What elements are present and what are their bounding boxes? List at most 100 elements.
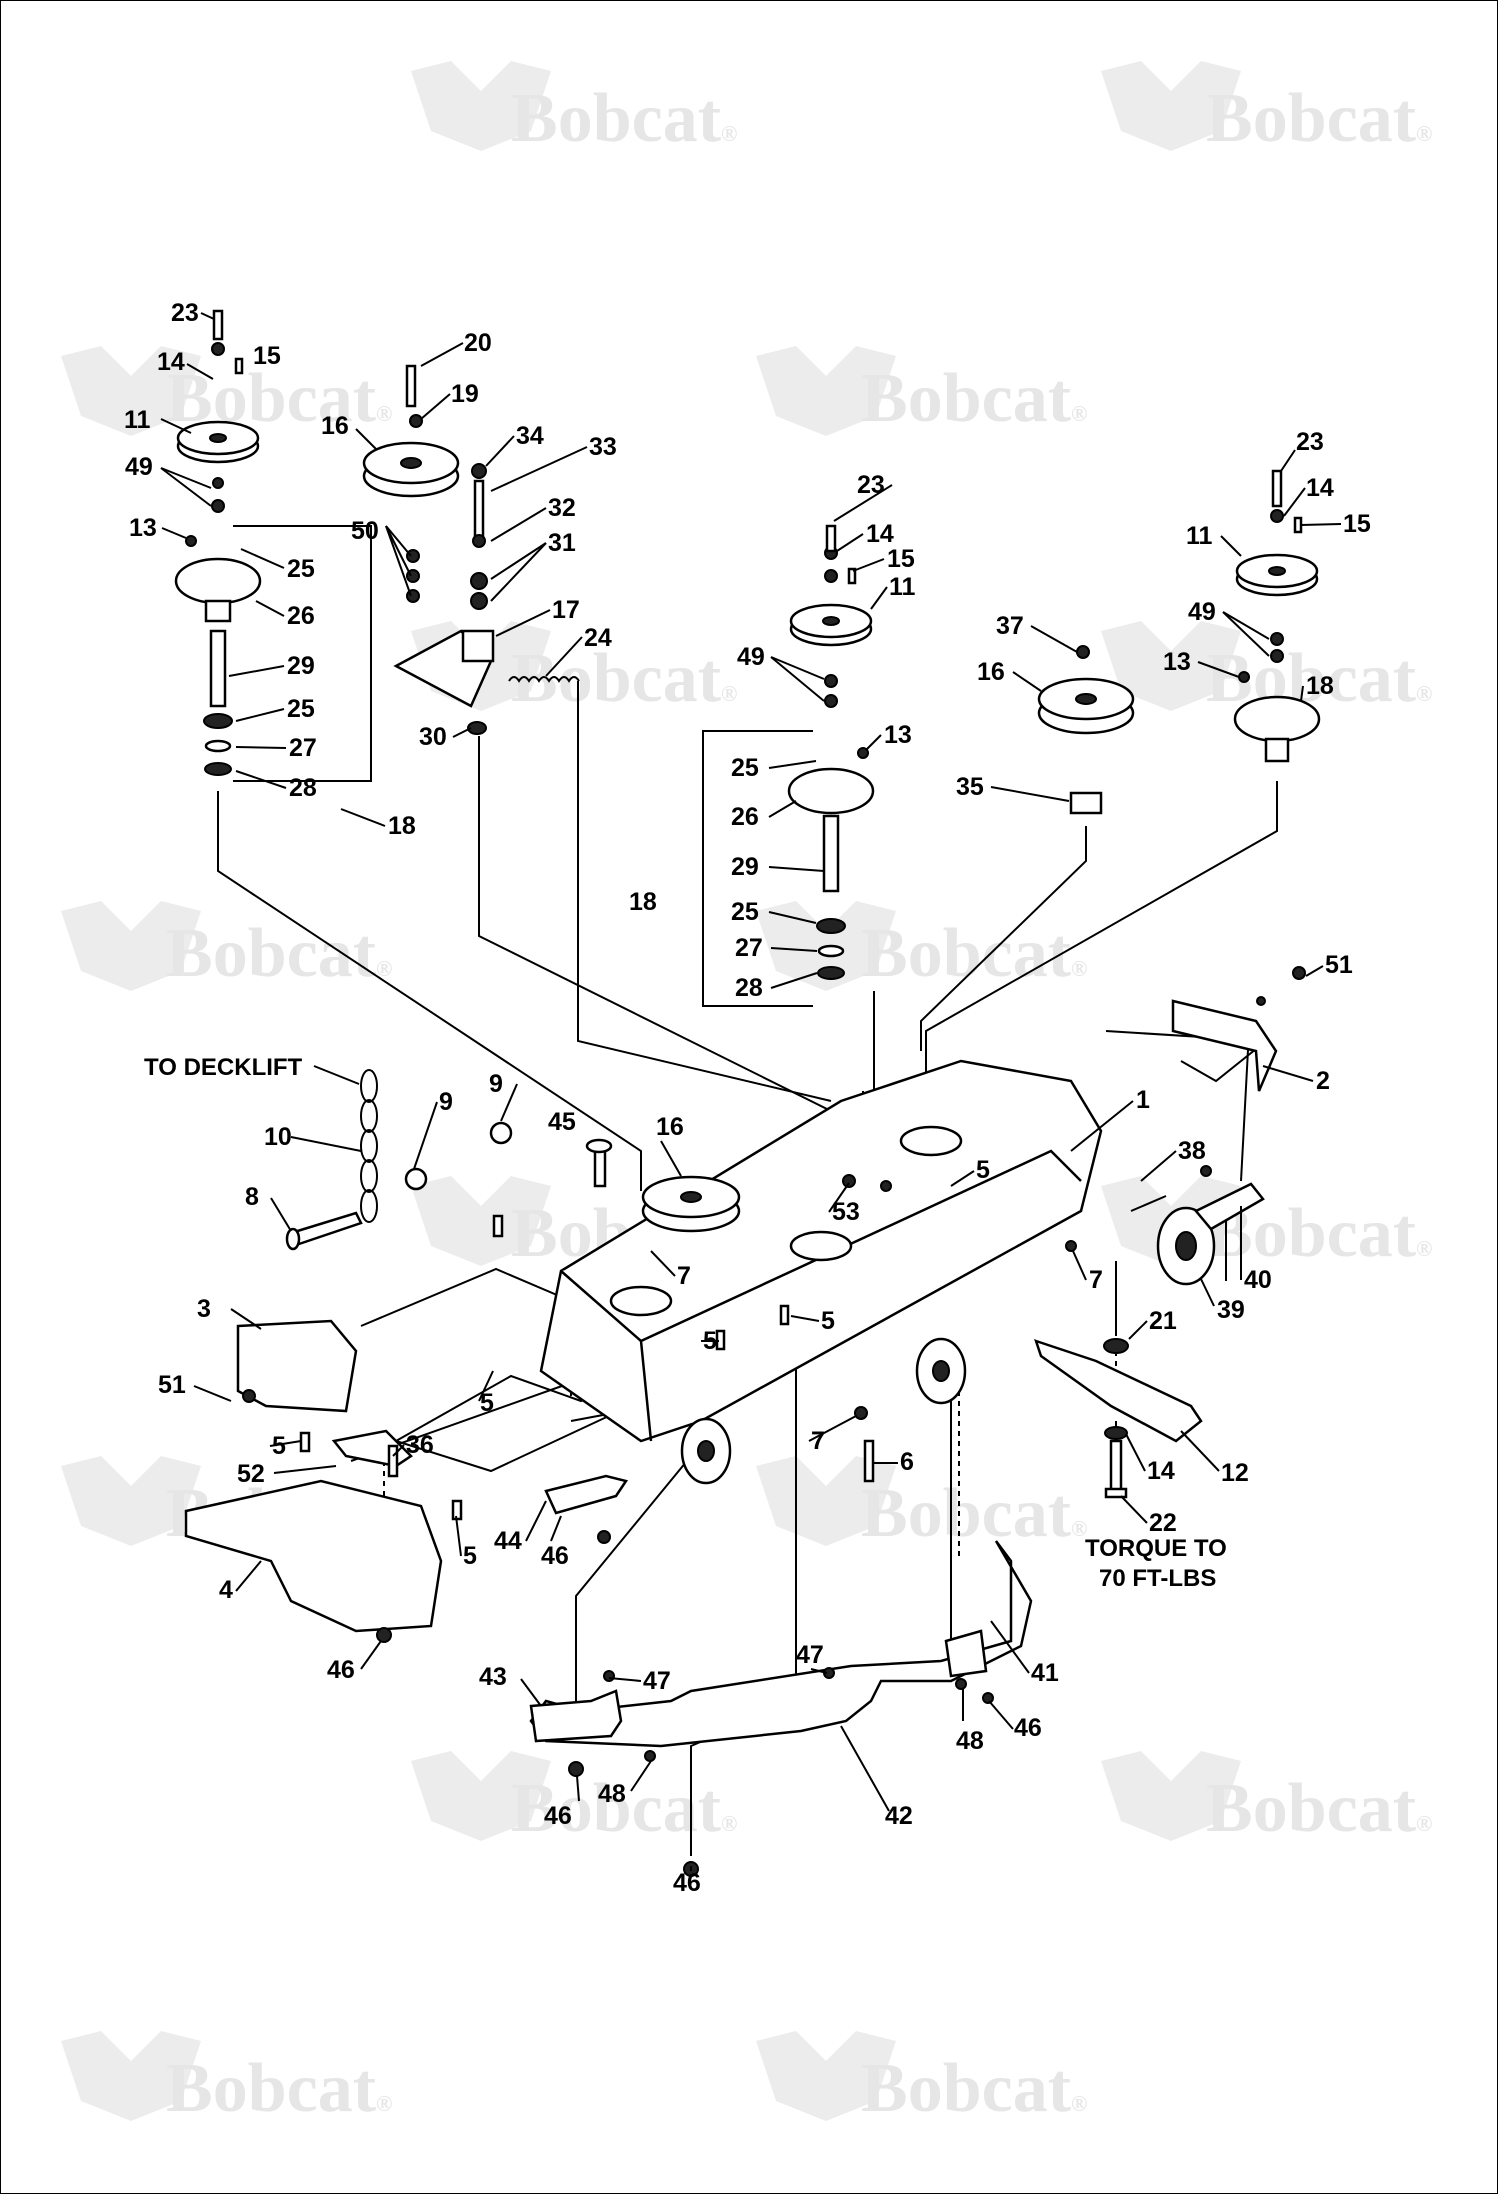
part-label: 4 [219,1576,233,1604]
part-label: 42 [885,1802,913,1830]
part-label: 5 [463,1542,477,1570]
blade-bolt [1103,1338,1129,1499]
part-label: 13 [1163,648,1191,676]
bobcat-logo-icon [61,346,201,436]
part-label: 7 [811,1427,825,1455]
part-label: 36 [406,1431,434,1459]
part-label: 26 [731,803,759,831]
watermark-1: Bobcat® [411,61,737,157]
spindle-housing-center [787,767,875,980]
watermark-brand: Bobcat® [166,915,392,992]
part-label: 35 [956,773,984,801]
part-label: 31 [548,529,576,557]
registered-mark: ® [721,121,737,146]
spindle-assembly-right [1233,695,1321,763]
part-label: 13 [884,721,912,749]
watermark-2: Bobcat® [1101,61,1432,157]
pin-bolt [285,1211,363,1251]
part-labels: 23 14 15 11 49 13 25 26 29 25 27 28 18 2… [124,299,1371,1897]
part-label: 11 [889,573,916,601]
part-label: 9 [439,1088,453,1116]
watermark-brand: Bobcat® [861,360,1087,437]
watermark-brand: Bobcat® [511,80,737,157]
caster-bolt [1130,1195,1167,1212]
part-label: 49 [737,643,765,671]
watermark-8: Bobcat® [756,901,1087,992]
registered-mark: ® [376,956,392,981]
bobcat-logo-icon [756,1456,896,1546]
gauge-wheel [1156,1182,1265,1286]
part-label: 3 [197,1295,211,1323]
part-label: 25 [287,555,315,583]
spindle-pulley-right [1235,553,1319,597]
part-label: 41 [1031,1659,1059,1687]
bobcat-logo-icon [756,2031,896,2121]
belt-shield [184,1479,443,1633]
leader-lines [160,312,1342,1871]
part-label: 43 [479,1663,507,1691]
registered-mark: ® [1416,121,1432,146]
part-label: 22 [1149,1509,1177,1537]
part-label: 17 [552,596,580,624]
watermark-12: Bobcat® [756,1456,1087,1552]
part-label: 23 [857,471,885,499]
part-label: 28 [289,774,317,802]
part-label: 51 [158,1371,186,1399]
spindle-housing-left [174,557,262,776]
watermark-brand: Bobcat® [511,1770,737,1847]
part-label: 5 [976,1156,990,1184]
watermark-brand: Bobcat® [861,2050,1087,2127]
bobcat-logo-icon [411,61,551,151]
part-label: 29 [287,652,315,680]
part-label: 15 [1343,510,1371,538]
watermark-brand: Bobcat® [511,640,737,717]
part-label: 24 [584,624,612,652]
part-label: 11 [1186,522,1213,550]
watermark-15: Bobcat® [61,2031,392,2127]
part-label: 1 [1136,1086,1150,1114]
idler-pulley-center [1037,677,1135,815]
part-label: 33 [589,433,617,461]
deck-housing [539,1059,1103,1443]
bobcat-logo-icon [1101,621,1241,711]
part-label: 51 [1325,951,1353,979]
watermark-14: Bobcat® [1101,1751,1432,1847]
bobcat-logo-icon [61,2031,201,2121]
part-label: 34 [516,422,544,450]
part-label: 15 [253,342,281,370]
part-label: 44 [494,1527,522,1555]
hardware-dots [185,309,1306,1877]
nut-9 [404,1121,513,1191]
part-label: 12 [1221,1459,1249,1487]
part-label: 25 [287,695,315,723]
part-label: 18 [388,812,416,840]
registered-mark: ® [376,2091,392,2116]
part-label: 23 [1296,428,1324,456]
idler-arm [393,629,495,735]
part-label: 46 [327,1656,355,1684]
registered-mark: ® [1071,401,1087,426]
part-label: 8 [245,1183,259,1211]
bobcat-logo-icon [411,1751,551,1841]
bobcat-logo-icon [61,901,201,991]
part-label: 30 [419,723,447,751]
bobcat-logo-icon [1101,1751,1241,1841]
part-label: 49 [1188,598,1216,626]
part-label: 47 [796,1641,824,1669]
part-label: 7 [677,1262,691,1290]
part-label: 23 [171,299,199,327]
registered-mark: ® [721,681,737,706]
part-label: 40 [1244,1266,1272,1294]
part-label: 48 [956,1727,984,1755]
part-label: 32 [548,494,576,522]
part-label: 19 [451,380,479,408]
belt-cover-right [1171,999,1278,1092]
registered-mark: ® [1416,1811,1432,1836]
part-label: 11 [124,406,151,434]
part-label: 21 [1149,1307,1177,1335]
registered-mark: ® [1071,956,1087,981]
part-label: 10 [264,1123,292,1151]
registered-mark: ® [1071,1516,1087,1541]
notes: TO DECKLIFT TORQUE TO 70 FT-LBS [144,1054,1227,1592]
watermark-7: Bobcat® [61,901,392,992]
